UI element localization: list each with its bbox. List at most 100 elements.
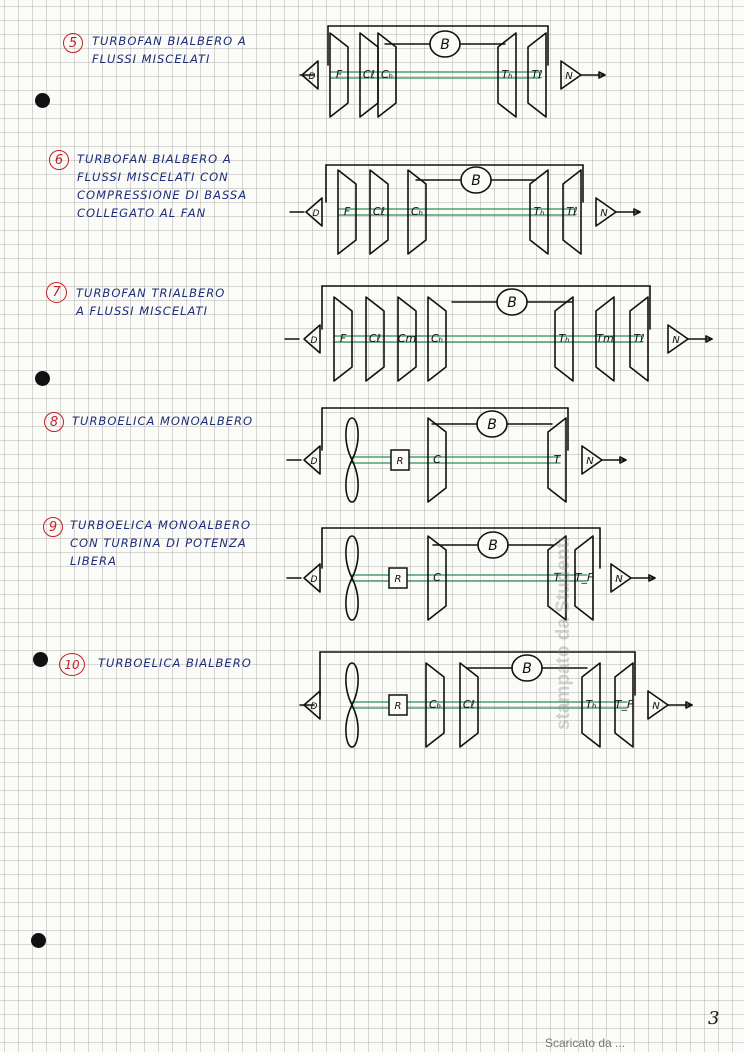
section-label-line: COLLEGATO AL FAN: [77, 206, 207, 220]
turbine-stage: [554, 296, 574, 382]
compressor-label: Cₕ: [431, 332, 443, 345]
arrowhead-icon: [685, 701, 693, 709]
section-label-line: CON TURBINA DI POTENZA: [70, 536, 247, 550]
compressor-label: Cₕ: [411, 205, 423, 218]
turbine-label: T_F: [575, 571, 594, 584]
turbine-stage: [629, 296, 649, 382]
compressor-stage: [377, 32, 397, 118]
section-label-line: A FLUSSI MISCELATI: [76, 304, 208, 318]
compressor-label: Cℓ: [369, 332, 381, 345]
section-label: TURBOELICA MONOALBERO: [72, 412, 253, 430]
compressor-stage: [333, 296, 353, 382]
turbine-stage: [595, 296, 615, 382]
compressor-stage: [407, 169, 427, 255]
reducer-label: R: [397, 456, 404, 467]
arrowhead-icon: [598, 71, 606, 79]
section-label-line: TURBOELICA BIALBERO: [98, 656, 252, 670]
nozzle-icon: [595, 197, 617, 227]
section-number: 9: [43, 517, 63, 537]
section-label-line: FLUSSI MISCELATI CON: [77, 170, 229, 184]
propeller-icon: [345, 417, 359, 503]
compressor-label: F: [340, 332, 347, 345]
turbine-label: Tₕ: [558, 332, 569, 345]
intake-icon: [303, 690, 321, 720]
section-label-line: FLUSSI MISCELATI: [92, 52, 211, 66]
intake-label: D: [311, 457, 318, 467]
compressor-label: Cℓ: [373, 205, 385, 218]
combustor-label: B: [507, 295, 517, 311]
compressor-stage: [427, 535, 447, 621]
binder-hole-icon: [33, 652, 48, 667]
propeller-icon: [345, 662, 359, 748]
nozzle-label: N: [600, 208, 608, 219]
compressor-label: Cₕ: [429, 698, 441, 711]
combustor-label: B: [471, 173, 481, 189]
section-label: TURBOELICA MONOALBERO CON TURBINA DI POT…: [70, 516, 251, 570]
compressor-stage: [427, 417, 447, 503]
compressor-stage: [365, 296, 385, 382]
reducer-label: R: [395, 574, 402, 585]
binder-hole-icon: [35, 93, 50, 108]
turbine-stage: [497, 32, 517, 118]
turbine-label: Tℓ: [566, 205, 577, 218]
turbine-stage: [574, 535, 594, 621]
section-number: 5: [63, 33, 83, 53]
turbine-label: Tℓ: [531, 68, 542, 81]
compressor-stage: [329, 32, 349, 118]
compressor-label: C: [433, 571, 441, 584]
intake-icon: [303, 324, 321, 354]
intake-label: D: [313, 209, 320, 219]
nozzle-label: N: [615, 574, 623, 585]
compressor-stage: [369, 169, 389, 255]
intake-label: D: [311, 336, 318, 346]
compressor-label: Cℓ: [463, 698, 475, 711]
binder-hole-icon: [31, 933, 46, 948]
section-number: 10: [59, 653, 85, 676]
turbine-stage: [614, 662, 634, 748]
section-label-line: COMPRESSIONE DI BASSA: [77, 188, 248, 202]
arrowhead-icon: [633, 208, 641, 216]
section-label: TURBOFAN TRIALBERO A FLUSSI MISCELATI: [76, 284, 225, 320]
reducer-box: [390, 449, 410, 471]
section-label: TURBOELICA BIALBERO: [98, 654, 252, 672]
section-label-line: TURBOELICA MONOALBERO: [72, 414, 254, 428]
compressor-stage: [397, 296, 417, 382]
section-label-line: TURBOFAN TRIALBERO: [76, 286, 226, 300]
nozzle-label: N: [565, 71, 573, 82]
compressor-label: Cₕ: [381, 68, 393, 81]
turbine-stage: [581, 662, 601, 748]
turbine-label: Tm: [596, 332, 613, 345]
combustor-label: B: [522, 661, 532, 677]
nozzle-icon: [647, 690, 669, 720]
compressor-label: C: [433, 453, 441, 466]
combustor-label: B: [488, 538, 498, 554]
propeller-icon: [345, 535, 359, 621]
intake-icon: [301, 60, 319, 90]
nozzle-icon: [667, 324, 689, 354]
nozzle-icon: [560, 60, 582, 90]
section-label-line: TURBOELICA MONOALBERO: [70, 518, 252, 532]
nozzle-label: N: [586, 456, 594, 467]
nozzle-label: N: [652, 701, 660, 712]
compressor-label: F: [336, 68, 343, 81]
turbine-label: Tₕ: [585, 698, 596, 711]
arrowhead-icon: [648, 574, 656, 582]
turbine-stage: [529, 169, 549, 255]
turbine-label: T_F: [615, 698, 634, 711]
intake-label: D: [309, 72, 316, 82]
compressor-label: F: [344, 205, 351, 218]
intake-label: D: [311, 575, 318, 585]
compressor-stage: [459, 662, 479, 748]
reducer-box: [388, 567, 408, 589]
turbine-label: Tℓ: [633, 332, 644, 345]
binder-hole-icon: [35, 371, 50, 386]
compressor-label: Cm: [398, 332, 416, 345]
combustor-label: B: [487, 417, 497, 433]
footer-text: Scaricato da ...: [545, 1036, 626, 1050]
turbine-label: T: [554, 571, 562, 584]
section-label-line: TURBOFAN BIALBERO A: [92, 34, 247, 48]
intake-icon: [303, 445, 321, 475]
turbine-label: Tₕ: [533, 205, 544, 218]
